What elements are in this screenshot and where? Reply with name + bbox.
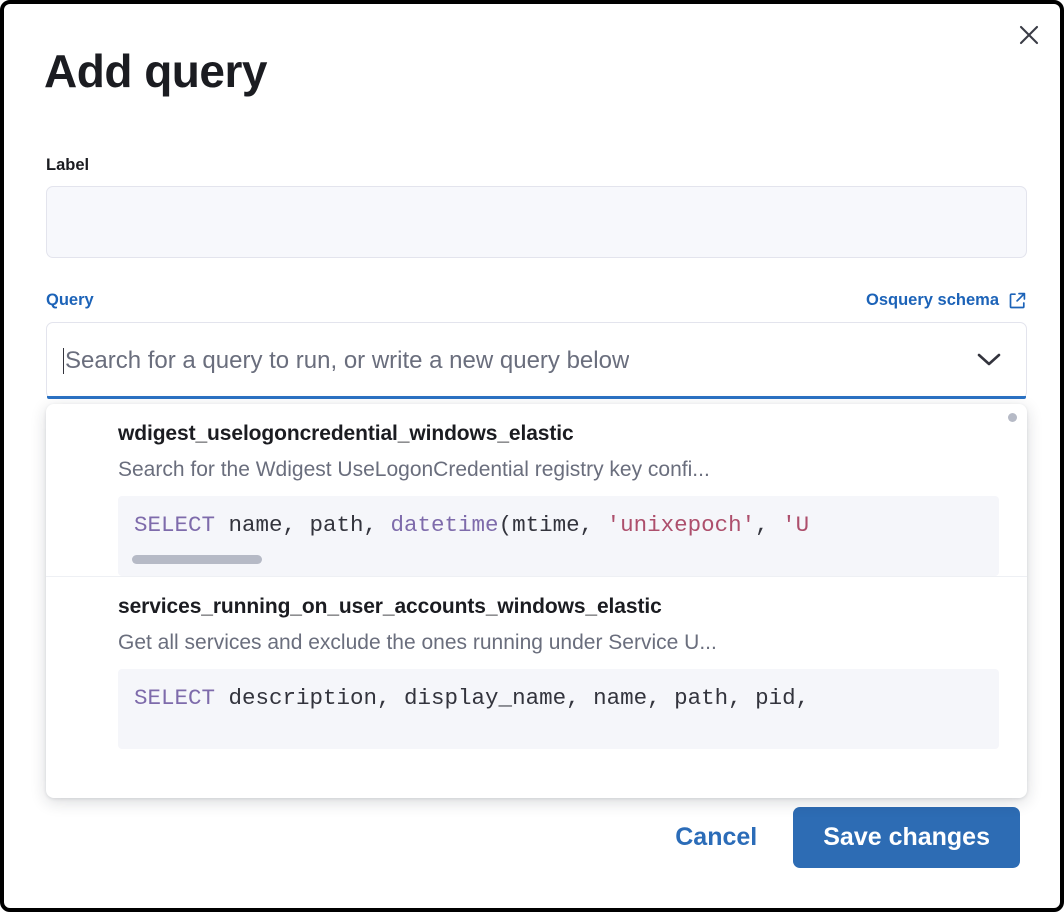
osquery-schema-link[interactable]: Osquery schema bbox=[866, 291, 1027, 310]
combobox-toggle-button[interactable] bbox=[970, 345, 1008, 376]
query-suggestions-dropdown[interactable]: wdigest_uselogoncredential_windows_elast… bbox=[46, 404, 1027, 798]
option-title: wdigest_uselogoncredential_windows_elast… bbox=[118, 422, 574, 445]
query-search-input[interactable]: Search for a query to run, or write a ne… bbox=[46, 322, 1027, 399]
page-title: Add query bbox=[44, 45, 267, 97]
query-combobox-wrapper: Search for a query to run, or write a ne… bbox=[46, 322, 1027, 798]
option-code-preview: SELECT description, display_name, name, … bbox=[118, 669, 999, 749]
form-area: Label Query Osquery schema Search for a … bbox=[46, 156, 1027, 798]
osquery-schema-link-label: Osquery schema bbox=[866, 291, 999, 309]
option-description: Get all services and exclude the ones ru… bbox=[118, 631, 717, 654]
query-field-label: Query bbox=[46, 291, 94, 309]
modal-footer: Cancel Save changes bbox=[665, 807, 1020, 868]
cancel-button[interactable]: Cancel bbox=[665, 815, 767, 860]
query-header-row: Query Osquery schema bbox=[46, 291, 1027, 310]
label-input[interactable] bbox=[46, 186, 1027, 258]
list-item[interactable]: services_running_on_user_accounts_window… bbox=[46, 576, 1027, 749]
query-search-placeholder: Search for a query to run, or write a ne… bbox=[65, 346, 630, 374]
option-code-preview: SELECT name, path, datetime(mtime, 'unix… bbox=[118, 496, 999, 576]
external-link-icon bbox=[1008, 291, 1027, 310]
option-title: services_running_on_user_accounts_window… bbox=[118, 595, 662, 618]
chevron-down-icon bbox=[976, 351, 1002, 370]
code-line: SELECT description, display_name, name, … bbox=[134, 685, 810, 711]
code-line: SELECT name, path, datetime(mtime, 'unix… bbox=[134, 512, 810, 538]
save-changes-button[interactable]: Save changes bbox=[793, 807, 1020, 868]
label-field-label: Label bbox=[46, 156, 90, 174]
option-description: Search for the Wdigest UseLogonCredentia… bbox=[118, 458, 710, 481]
list-item[interactable]: wdigest_uselogoncredential_windows_elast… bbox=[46, 404, 1027, 576]
code-horizontal-scrollbar[interactable] bbox=[132, 555, 262, 564]
text-cursor bbox=[63, 347, 64, 374]
close-icon bbox=[1018, 24, 1040, 46]
close-button[interactable] bbox=[1012, 18, 1046, 52]
dropdown-scrollbar[interactable] bbox=[1008, 413, 1017, 422]
